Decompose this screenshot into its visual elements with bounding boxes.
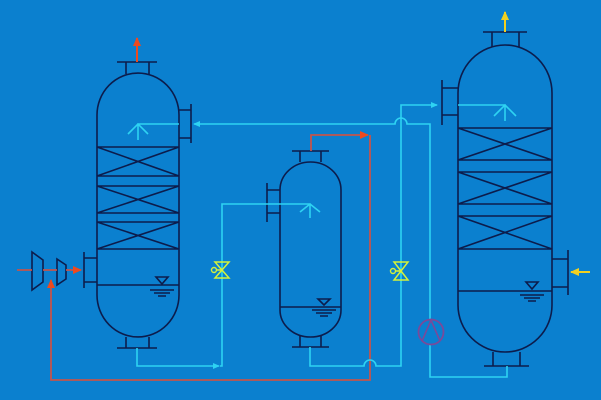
control-valve-2[interactable] — [389, 261, 410, 281]
column-3 — [441, 31, 569, 367]
liquid-line-valve1 — [220, 203, 280, 367]
vessel-2 — [266, 150, 342, 348]
liquid-distributor-icon — [127, 122, 179, 140]
liquid-distributor-icon — [458, 103, 517, 121]
liquid-level-icon — [312, 298, 336, 317]
column-1 — [83, 61, 192, 349]
liquid-distributor-icon — [280, 202, 321, 218]
gas-recycle-line — [47, 131, 371, 381]
liquid-line-col1-to-vessel2 — [136, 348, 220, 369]
liquid-level-icon — [150, 276, 174, 297]
liquid-line-col3-to-col1 — [193, 117, 508, 378]
liquid-level-icon — [520, 281, 544, 302]
compressor-1[interactable] — [31, 250, 67, 292]
control-valve-1[interactable] — [210, 261, 231, 279]
liquid-line-vessel2-to-col3 — [309, 102, 438, 367]
pump-1[interactable] — [417, 317, 445, 346]
